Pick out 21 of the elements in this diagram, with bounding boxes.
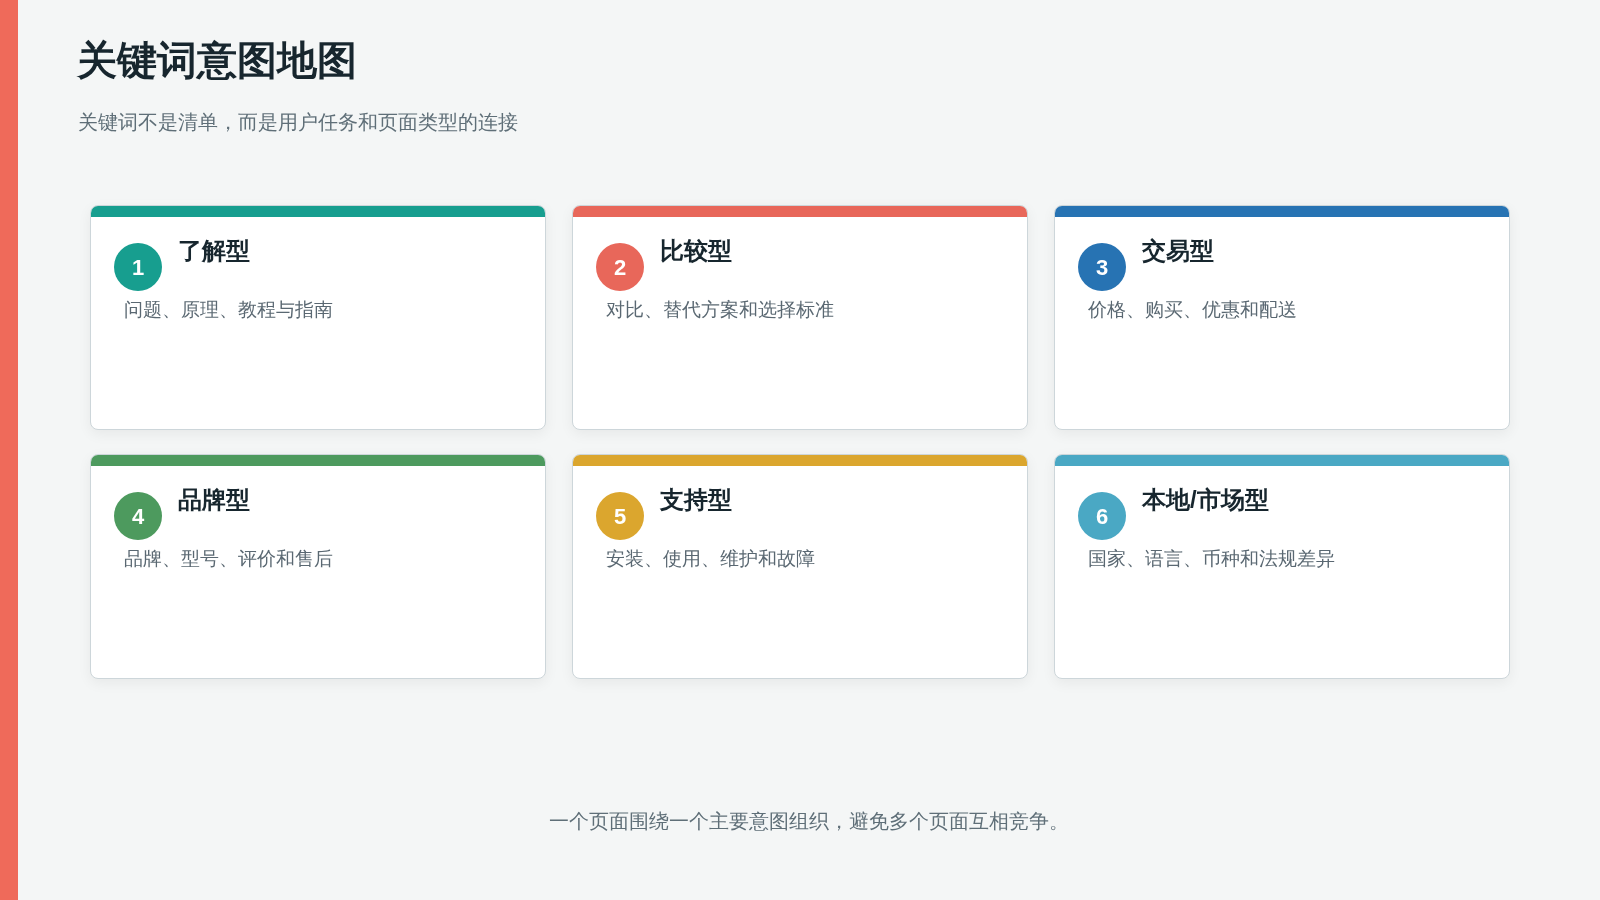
subtitle: 关键词不是清单，而是用户任务和页面类型的连接 [78, 110, 518, 135]
intent-card [572, 454, 1028, 679]
card-heading: 比较型 [660, 236, 732, 266]
footer-note: 一个页面围绕一个主要意图组织，避免多个页面互相竞争。 [549, 809, 1069, 834]
card-heading: 品牌型 [178, 485, 250, 515]
card-heading: 支持型 [660, 485, 732, 515]
intent-card [90, 454, 546, 679]
card-heading: 本地/市场型 [1142, 485, 1269, 515]
card-description: 品牌、型号、评价和售后 [124, 547, 334, 571]
intent-card [1054, 205, 1510, 430]
card-description: 国家、语言、币种和法规差异 [1088, 547, 1336, 571]
card-description: 价格、购买、优惠和配送 [1088, 298, 1298, 322]
card-heading: 交易型 [1142, 236, 1214, 266]
intent-card [1054, 454, 1510, 679]
card-heading: 了解型 [178, 236, 250, 266]
card-description: 安装、使用、维护和故障 [606, 547, 816, 571]
card-description: 问题、原理、教程与指南 [124, 298, 334, 322]
title: 关键词意图地图 [77, 37, 357, 84]
intent-card [572, 205, 1028, 430]
card-description: 对比、替代方案和选择标准 [606, 298, 835, 322]
intent-card [90, 205, 546, 430]
